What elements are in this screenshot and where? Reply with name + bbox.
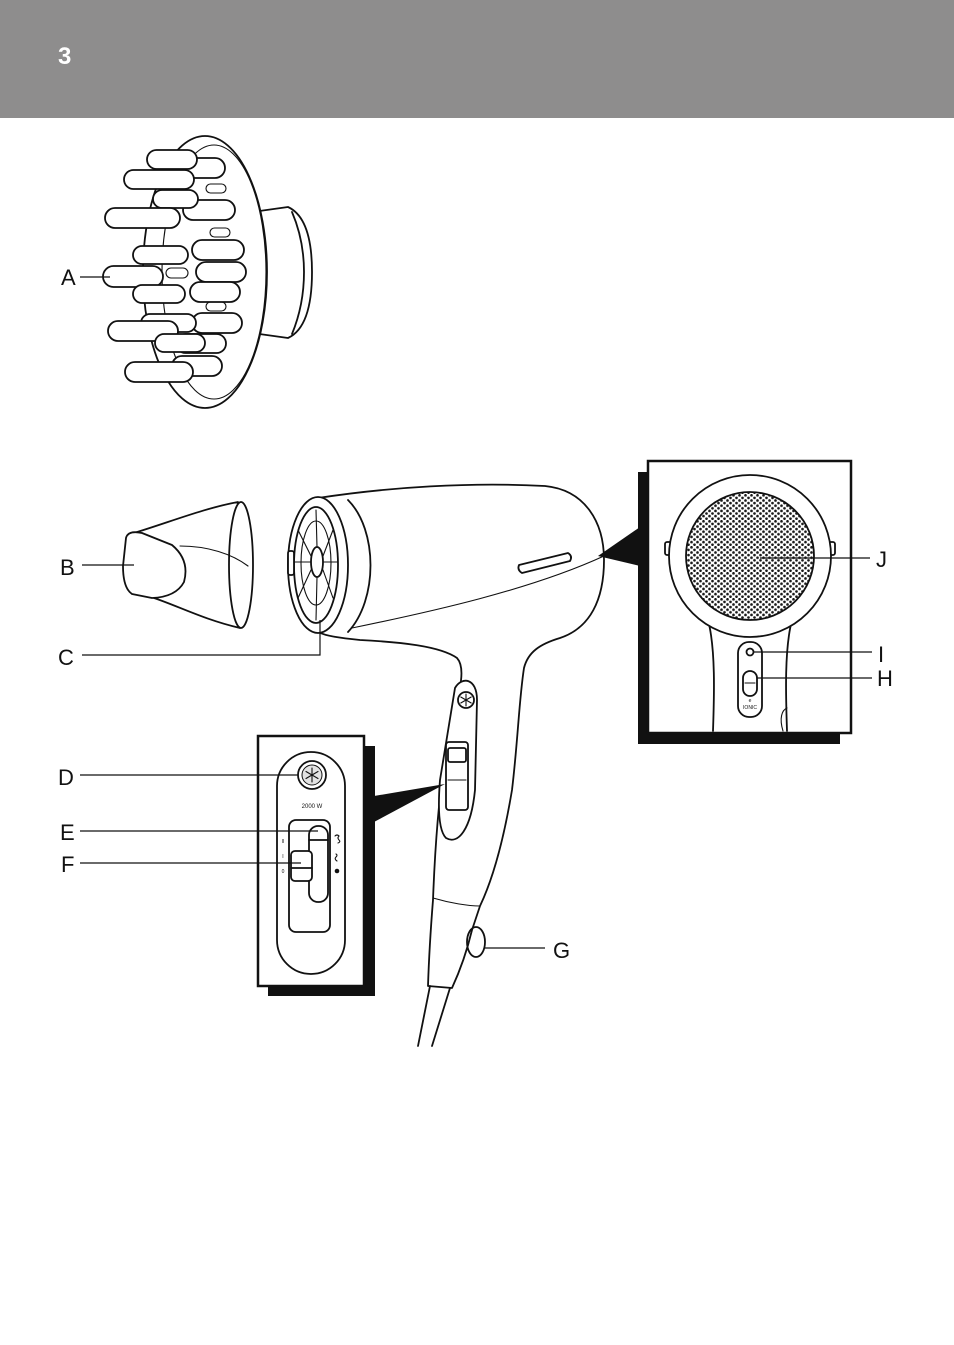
switch-inset-pointer — [374, 784, 445, 822]
handle-slider-knob — [448, 748, 466, 762]
diffuser-finger — [196, 262, 246, 282]
cool-dot-icon — [335, 869, 340, 874]
diffuser-finger — [153, 190, 198, 208]
callout-label-d: D — [58, 765, 74, 790]
diffuser-finger — [133, 285, 185, 303]
callout-label-b: B — [60, 555, 75, 580]
filter-tab — [288, 551, 294, 575]
nozzle-base-ring — [229, 502, 253, 628]
back-view-inset: e IONIC — [598, 461, 851, 744]
power-cord — [432, 988, 450, 1046]
diffuser-finger — [147, 150, 197, 169]
concentrator-nozzle — [123, 502, 253, 628]
speed-mark-off: 0 — [282, 869, 285, 875]
callout-label-f: F — [61, 852, 74, 877]
callout-label-c: C — [58, 645, 74, 670]
callout-label-g: G — [553, 938, 570, 963]
callout-label-j: J — [876, 547, 887, 572]
speed-mark-high: II — [282, 839, 285, 845]
diffuser-finger — [125, 362, 193, 382]
ionic-label: IONIC — [743, 705, 757, 711]
callout-line-c — [82, 620, 320, 655]
speed-switch-knob — [291, 851, 312, 881]
page-number: 3 — [58, 43, 71, 70]
diffuser-attachment — [103, 136, 312, 408]
diffuser-finger — [124, 170, 194, 189]
callout-label-h: H — [877, 666, 893, 691]
power-cord — [418, 986, 430, 1046]
header-band — [0, 0, 954, 118]
diffuser-finger — [105, 208, 180, 228]
speed-mark-low: I — [282, 854, 283, 860]
diffuser-finger — [103, 266, 163, 287]
ion-symbol: e — [749, 698, 752, 704]
diffuser-finger — [133, 246, 188, 264]
wattage-label: 2000 W — [302, 804, 323, 810]
air-outlet-grille — [686, 492, 814, 620]
callout-label-e: E — [60, 820, 75, 845]
diffuser-finger — [192, 240, 244, 260]
filter-hub — [311, 547, 323, 577]
callout-label-i: I — [878, 642, 884, 667]
diffuser-finger — [190, 282, 240, 302]
diffuser-finger — [155, 334, 205, 352]
diffuser-finger — [192, 313, 242, 333]
callout-label-a: A — [61, 265, 76, 290]
